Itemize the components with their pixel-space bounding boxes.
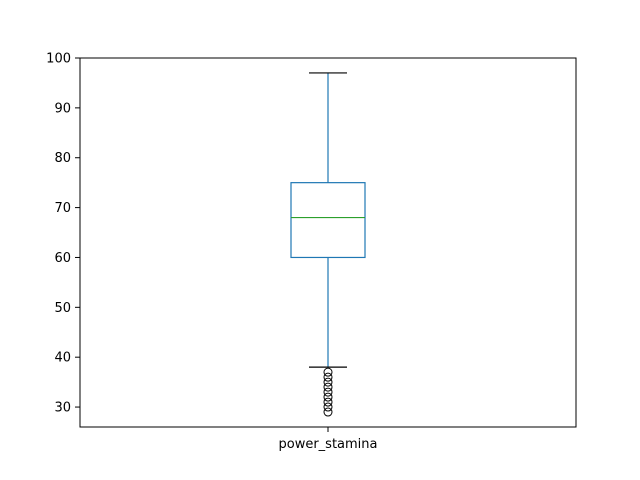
outlier-point xyxy=(323,367,333,377)
outlier-point xyxy=(323,372,333,382)
outlier-point xyxy=(323,387,333,397)
outlier-point xyxy=(323,392,333,402)
outlier-point xyxy=(323,407,333,417)
plot-area: 30 40 50 60 70 80 90 100 power_stamina xyxy=(46,52,577,452)
y-tick-label: 60 xyxy=(54,251,71,266)
outlier-point xyxy=(323,382,333,392)
outlier-point xyxy=(323,377,333,387)
iqr-box xyxy=(290,182,366,259)
y-tick-label: 90 xyxy=(54,101,71,116)
y-tick-label: 50 xyxy=(54,301,71,316)
y-tick-label: 80 xyxy=(54,151,71,166)
y-tick-label: 40 xyxy=(54,351,71,366)
y-tick-label: 100 xyxy=(46,52,71,67)
y-tick-label: 70 xyxy=(54,201,71,216)
y-tick-label: 30 xyxy=(54,401,71,416)
axes-frame xyxy=(79,57,577,428)
x-tick-label: power_stamina xyxy=(279,437,378,452)
outlier-point xyxy=(323,402,333,412)
outlier-point xyxy=(323,397,333,407)
